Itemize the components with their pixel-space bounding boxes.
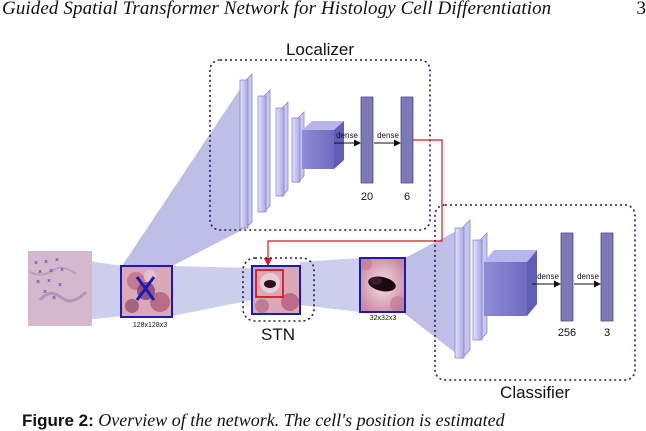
- caption-text: Overview of the network. The cell's posi…: [98, 410, 504, 430]
- localizer-dense-20: [361, 97, 373, 183]
- stn-image: [252, 266, 300, 314]
- classifier-label: Classifier: [500, 383, 570, 402]
- classifier-dense-label-a: dense: [537, 272, 559, 281]
- projection-to-localizer: [122, 80, 246, 266]
- transformed-crop-32: [360, 258, 406, 312]
- localizer-units-6: 6: [404, 191, 410, 203]
- projection-to-classifier: [405, 228, 462, 358]
- svg-text:×: ×: [55, 257, 59, 264]
- classifier-conv-stack: [455, 220, 537, 358]
- classifier-dense-3: [601, 233, 613, 321]
- svg-text:×: ×: [36, 279, 40, 286]
- classifier-units-3: 3: [604, 327, 610, 339]
- classifier-units-256: 256: [558, 327, 576, 339]
- figure-caption: Figure 2: Overview of the network. The c…: [22, 410, 505, 431]
- localizer-dense-label-b: dense: [377, 131, 399, 140]
- svg-text:×: ×: [60, 267, 64, 274]
- localizer-conv-stack: [240, 74, 344, 228]
- input-histology-image: ××× ××× ××× ××: [28, 251, 92, 326]
- projection-stn-to-crop: [300, 258, 360, 312]
- svg-text:×: ×: [52, 295, 56, 302]
- stn-label: STN: [261, 325, 295, 344]
- input-crop-128: [121, 266, 172, 317]
- caption-label: Figure 2:: [22, 411, 94, 430]
- input-size-label: 128x128x3: [133, 322, 167, 329]
- svg-text:×: ×: [38, 269, 42, 276]
- svg-text:×: ×: [58, 282, 62, 289]
- svg-text:×: ×: [47, 278, 51, 285]
- localizer-dense-label-a: dense: [336, 131, 358, 140]
- localizer-units-20: 20: [361, 191, 373, 203]
- projection-128-to-stn: [172, 266, 252, 316]
- svg-text:×: ×: [34, 260, 38, 267]
- localizer-dense-6: [401, 97, 413, 183]
- localizer-label: Localizer: [286, 40, 354, 59]
- crop-size-label: 32x32x3: [370, 315, 397, 322]
- classifier-dense-label-b: dense: [577, 272, 599, 281]
- svg-text:×: ×: [43, 289, 47, 296]
- svg-text:×: ×: [49, 268, 53, 275]
- classifier-dense-256: [561, 233, 573, 321]
- svg-text:×: ×: [44, 259, 48, 266]
